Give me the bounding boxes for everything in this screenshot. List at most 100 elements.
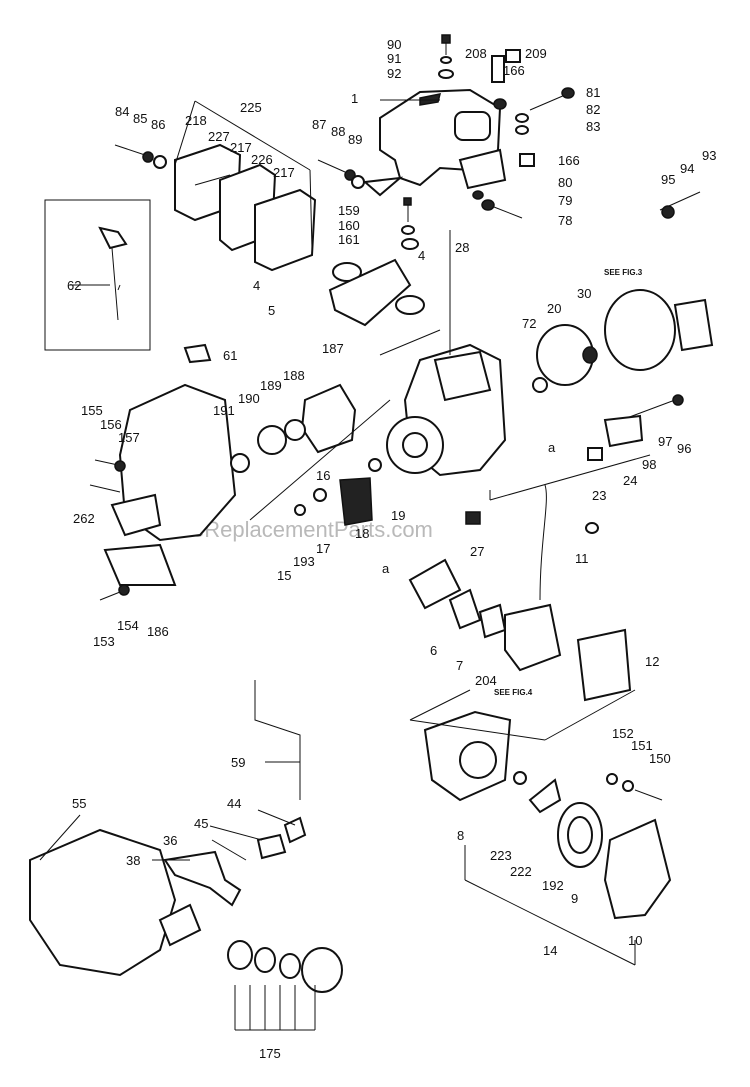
cover-screws bbox=[438, 34, 535, 167]
label-82: 82 bbox=[586, 102, 600, 117]
label-204: 204 bbox=[475, 673, 497, 688]
label-45: 45 bbox=[194, 816, 208, 831]
label-157: 157 bbox=[118, 430, 140, 445]
gear-case-screws bbox=[89, 459, 130, 601]
label-223: 223 bbox=[490, 848, 512, 863]
label-152: 152 bbox=[612, 726, 634, 741]
label-193: 193 bbox=[293, 554, 315, 569]
label-84: 84 bbox=[115, 104, 129, 119]
label-44: 44 bbox=[227, 796, 241, 811]
label-188: 188 bbox=[283, 368, 305, 383]
label-151: 151 bbox=[631, 738, 653, 753]
label-79: 79 bbox=[558, 193, 572, 208]
note-see-fig3: SEE FIG.3 bbox=[604, 268, 643, 277]
note-see-fig4: SEE FIG.4 bbox=[494, 688, 533, 697]
label-61: 61 bbox=[223, 348, 237, 363]
label-175: 175 bbox=[259, 1046, 281, 1061]
label-154: 154 bbox=[117, 618, 139, 633]
label-191: 191 bbox=[213, 403, 235, 418]
arrow-a-right: a bbox=[548, 440, 556, 455]
label-226: 226 bbox=[251, 152, 273, 167]
label-91: 91 bbox=[387, 51, 401, 66]
label-92: 92 bbox=[387, 66, 401, 81]
watermark: eReplacementParts.com bbox=[192, 517, 433, 542]
label-24: 24 bbox=[623, 473, 637, 488]
label-217-right: 217 bbox=[273, 165, 295, 180]
label-28: 28 bbox=[455, 240, 469, 255]
carburetor-group bbox=[408, 484, 632, 702]
label-18: 18 bbox=[355, 526, 369, 541]
label-262: 262 bbox=[73, 511, 95, 526]
label-87: 87 bbox=[312, 117, 326, 132]
muffler-screws bbox=[114, 144, 419, 250]
label-81: 81 bbox=[586, 85, 600, 100]
label-166-right: 166 bbox=[558, 153, 580, 168]
label-186: 186 bbox=[147, 624, 169, 639]
label-88: 88 bbox=[331, 124, 345, 139]
label-156: 156 bbox=[100, 417, 122, 432]
label-12: 12 bbox=[645, 654, 659, 669]
muffler-assembly bbox=[174, 143, 425, 327]
label-78: 78 bbox=[558, 213, 572, 228]
label-10: 10 bbox=[628, 933, 642, 948]
label-217-left: 217 bbox=[230, 140, 252, 155]
label-86: 86 bbox=[151, 117, 165, 132]
label-222: 222 bbox=[510, 864, 532, 879]
label-189: 189 bbox=[260, 378, 282, 393]
engine-block bbox=[386, 343, 507, 525]
label-95: 95 bbox=[661, 172, 675, 187]
label-55: 55 bbox=[72, 796, 86, 811]
label-153: 153 bbox=[93, 634, 115, 649]
label-80: 80 bbox=[558, 175, 572, 190]
label-30: 30 bbox=[577, 286, 591, 301]
starter-fan bbox=[532, 191, 714, 461]
label-93: 93 bbox=[702, 148, 716, 163]
label-155: 155 bbox=[81, 403, 103, 418]
label-15: 15 bbox=[277, 568, 291, 583]
arrow-a-left: a bbox=[382, 561, 390, 576]
label-85: 85 bbox=[133, 111, 147, 126]
label-98: 98 bbox=[642, 457, 656, 472]
label-11: 11 bbox=[575, 551, 589, 566]
fuel-tank-group bbox=[29, 680, 343, 993]
label-166-top: 166 bbox=[503, 63, 525, 78]
label-9: 9 bbox=[571, 891, 578, 906]
label-6: 6 bbox=[430, 643, 437, 658]
label-59: 59 bbox=[231, 755, 245, 770]
label-187: 187 bbox=[322, 341, 344, 356]
label-160: 160 bbox=[338, 218, 360, 233]
label-159: 159 bbox=[338, 203, 360, 218]
right-side-screws bbox=[472, 87, 575, 219]
leader-lines bbox=[39, 99, 651, 1031]
label-36: 36 bbox=[163, 833, 177, 848]
gear-case bbox=[103, 343, 237, 586]
label-96: 96 bbox=[677, 441, 691, 456]
label-20: 20 bbox=[547, 301, 561, 316]
label-192: 192 bbox=[542, 878, 564, 893]
label-218: 218 bbox=[185, 113, 207, 128]
label-7: 7 bbox=[456, 658, 463, 673]
label-72: 72 bbox=[522, 316, 536, 331]
label-17: 17 bbox=[316, 541, 330, 556]
air-filter-group bbox=[423, 710, 672, 920]
label-27: 27 bbox=[470, 544, 484, 559]
label-83: 83 bbox=[586, 119, 600, 134]
label-4-left: 4 bbox=[253, 278, 260, 293]
label-1: 1 bbox=[351, 91, 358, 106]
label-209: 209 bbox=[525, 46, 547, 61]
label-23: 23 bbox=[592, 488, 606, 503]
side-bracket-inset bbox=[44, 199, 151, 351]
label-38: 38 bbox=[126, 853, 140, 868]
label-94: 94 bbox=[680, 161, 694, 176]
engine-cover bbox=[362, 88, 507, 197]
label-190: 190 bbox=[238, 391, 260, 406]
label-90: 90 bbox=[387, 37, 401, 52]
label-97: 97 bbox=[658, 434, 672, 449]
part-labels: 90 91 92 208 209 166 81 82 83 1 166 80 7… bbox=[67, 37, 716, 1061]
label-16: 16 bbox=[316, 468, 330, 483]
label-161: 161 bbox=[338, 232, 360, 247]
label-5: 5 bbox=[268, 303, 275, 318]
label-4-right: 4 bbox=[418, 248, 425, 263]
clutch-parts bbox=[230, 383, 382, 526]
